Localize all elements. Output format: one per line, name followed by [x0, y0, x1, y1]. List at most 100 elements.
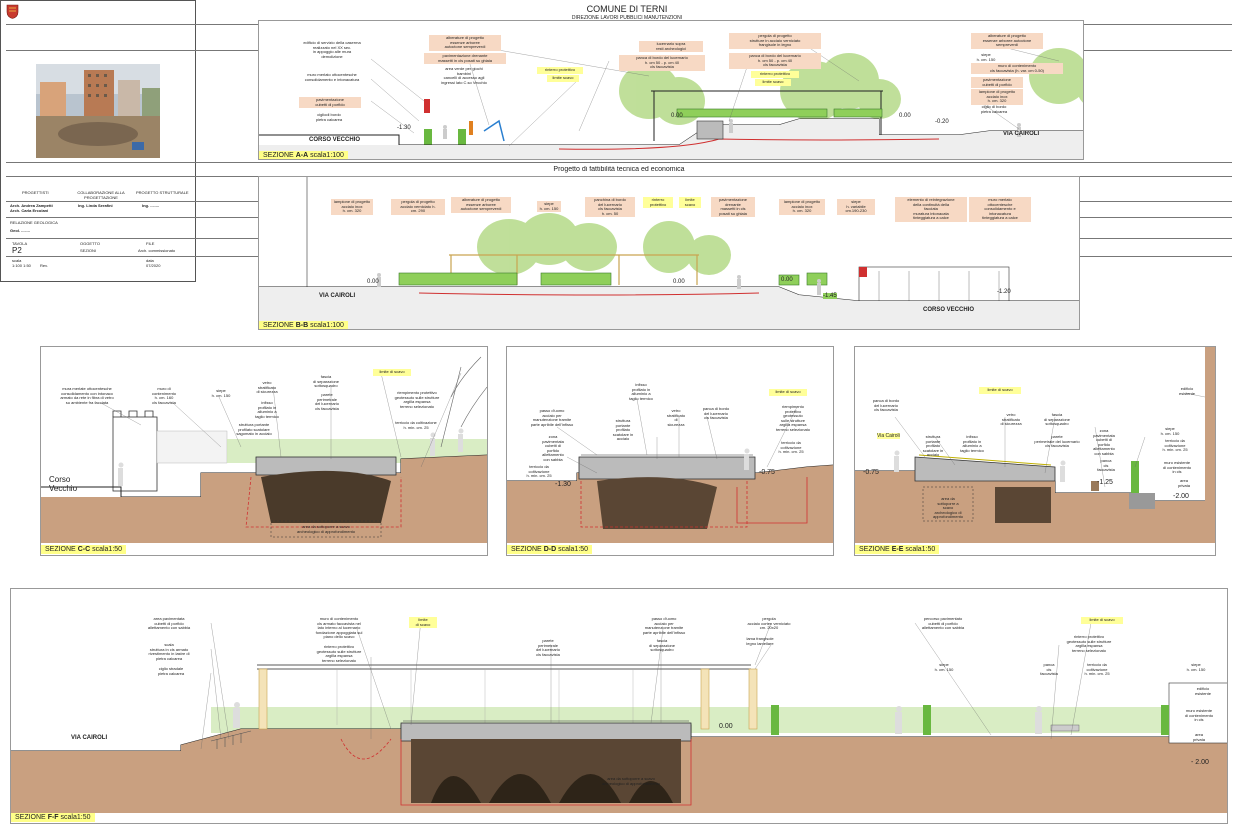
bb-label-10: elemento di reintegrazione della continu… — [895, 197, 967, 222]
ee-street: Via Cairoli — [877, 433, 900, 439]
dd-label-8: riempimento protettivo geotessuto sulle … — [775, 404, 811, 432]
bb-label-1: pergola di progetto acciaio verniciato h… — [391, 199, 445, 215]
oggetto-header: OGGETTO — [80, 241, 100, 246]
geol-name: Geol. ........ — [10, 228, 31, 233]
dd-section-label: SEZIONE D-D scala1:50 — [507, 545, 593, 554]
ff-label-11: percorso pavimentato cubetti di porfido … — [921, 616, 965, 631]
dd-label-7: limite di scavo — [769, 389, 807, 396]
aa-label-2: pavimentazione cubetti di porfido — [299, 97, 361, 109]
ff-label-5: limite di scavo — [409, 617, 437, 629]
cc-label-8: limite di scavo — [373, 369, 411, 376]
col-collaborazione: COLLABORAZIONE ALLA PROGETTAZIONE — [77, 190, 125, 200]
phase-title: Progetto di fattibilità tecnica ed econo… — [553, 166, 685, 173]
section-ff-drawing — [11, 618, 1227, 813]
ff-label-3: muro di contenimento cls armato faccavis… — [315, 616, 363, 640]
bb-label-4: panchina di bordo del lucernario cls fac… — [585, 197, 635, 218]
ff-label-13: rinterro protettivo geotessuto sulle str… — [1066, 634, 1112, 653]
ee-label-2: vetro stratificato di sicurezza — [1000, 412, 1022, 427]
ee-label-7: zona pavimentata cubetti di porfido alle… — [1093, 428, 1115, 456]
dd-label-0: passo d'uomo acciaio per manutenzione tr… — [530, 408, 574, 427]
bb-label-11: muro merlato ottocentesche consolidament… — [969, 197, 1031, 222]
bb-label-6: limite scavo — [679, 197, 701, 209]
section-bb-drawing — [259, 177, 1079, 329]
bb-elev-mid: 0.00 — [673, 279, 685, 285]
ff-label-15: panca cls faccavista — [1040, 662, 1058, 677]
title-block: COMUNE DI TERNI DIREZIONE LAVORI PUBBLIC… — [0, 0, 1232, 282]
tav-value: P2 — [12, 246, 22, 255]
section-dd-drawing — [507, 398, 833, 543]
aa-label-8: limite scavo — [547, 75, 579, 82]
ff-label-20: area privata — [1192, 732, 1205, 742]
aa-label-3: cigliodi bordo pietra calcarea — [315, 112, 343, 122]
strutturale-name: Ing. ........ — [142, 203, 160, 208]
scala-value: 1:100 1:50 — [12, 263, 31, 268]
ff-elev-mid: 0.00 — [719, 723, 733, 730]
aa-label-14: limite scavo — [755, 79, 791, 86]
col-strutturale: PROGETTO STRUTTURALE — [136, 190, 189, 195]
relazione-label: RELAZIONE GEOLOGICA — [10, 220, 58, 225]
section-bb-panel: lampione di progetto acciaio inox h. cm.… — [258, 176, 1080, 330]
dd-label-6: panca di bordo del lucernario cls faccav… — [702, 406, 730, 421]
ee-label-14: area da sottoporre a scavo archeologico … — [932, 496, 964, 520]
dd-label-9: terriccio da coltivazione h. min. cm. 25 — [778, 440, 804, 455]
ff-label-0: area pavimentata cubetti di porfido alle… — [147, 616, 191, 631]
rev-label: Rev. — [40, 263, 48, 268]
ff-label-9: pergola acciaio corten verniciato cm. 20… — [747, 616, 791, 631]
aa-label-1: muro merlato ottocentesche consolidament… — [304, 72, 360, 82]
aa-section-label: SEZIONE A-A scala1:100 — [259, 151, 348, 159]
aa-label-4: alberature di progetto essenze arboree a… — [429, 35, 501, 51]
ff-label-6: parete perimetrale del lucernario cls fa… — [535, 638, 560, 657]
cc-label-10: terriccio da coltivazione h. min. cm. 25 — [395, 420, 437, 430]
ff-street: VIA CAIROLI — [71, 735, 108, 741]
aa-elev-right: -0.20 — [935, 119, 949, 125]
bb-label-8: lampione di progetto acciaio inox h. cm.… — [779, 199, 825, 215]
dd-label-3: infisso profilato in alluminio a taglio … — [629, 382, 653, 401]
ee-label-12: muro esistente di contenimento in cls — [1162, 460, 1192, 475]
ee-label-9: siepe h. cm. 150 — [1160, 426, 1180, 436]
cc-label-3: vetro stratificato di sicurezza — [256, 380, 278, 395]
aa-label-5: pavimentazione drenante massetti in cls … — [424, 53, 506, 65]
bb-elev-r2: -1.45 — [823, 293, 837, 299]
dd-elev-right: -0.75 — [759, 469, 775, 476]
tav-header: TAVOLA — [12, 241, 28, 246]
aa-label-9: lucernario sopra resti archeologici — [639, 41, 703, 53]
bb-elev-left: 0.00 — [367, 279, 379, 285]
oggetto-value: SEZIONI — [80, 248, 97, 253]
bb-label-3: siepe h. cm. 150 — [537, 201, 561, 213]
ee-label-10: terriccio da coltivazione h. min. cm. 25 — [1162, 438, 1188, 453]
cc-label-5: struttura portante profilato scatolare s… — [236, 422, 272, 437]
ff-label-7: passo d'uomo acciaio per manutenzione tr… — [642, 616, 686, 635]
bb-section-label: SEZIONE B-B scala1:100 — [259, 321, 348, 329]
department-name: DIREZIONE LAVORI PUBBLICI MANUTENZIONI — [571, 15, 683, 21]
aa-label-19: lampione di progetto acciaio inox h. cm.… — [971, 89, 1023, 105]
cc-label-7: parete perimetrale del lucernario cls fa… — [314, 392, 339, 411]
data-value: 07/2020 — [146, 263, 161, 268]
ee-label-11: edificio esistente — [1178, 386, 1195, 396]
ee-section-label: SEZIONE E-E scala1:50 — [855, 545, 940, 554]
bb-label-7: pavimentazione drenante massetti in cls … — [711, 197, 755, 218]
section-ee-panel: limite di scavo panca di bordo del lucer… — [854, 346, 1216, 556]
file-value: Arch. commissionato — [138, 248, 176, 253]
ee-label-8: panca cls faccavista — [1097, 458, 1115, 473]
bb-label-5: rinterro protettivo — [643, 197, 673, 209]
aa-label-17: muro di contenimento cls faccavista (h. … — [971, 63, 1063, 75]
aa-street-left: CORSO VECCHIO — [309, 137, 361, 143]
aa-elev-mid2: 0.00 — [899, 113, 911, 119]
aa-label-18: pavimentazione cubetti di porfido — [971, 77, 1023, 89]
section-aa-drawing — [259, 40, 1083, 159]
ff-label-14: siepe h. cm. 150 — [934, 662, 954, 672]
section-dd-panel: passo d'uomo acciaio per manutenzione tr… — [506, 346, 834, 556]
bb-label-9: siepe h. variabile cm.190-230 — [837, 199, 875, 215]
aa-elev-mid1: 0.00 — [671, 113, 683, 119]
ff-label-1: scala struttura in cls armato rivestimen… — [148, 642, 190, 661]
aa-label-12: panca di bordo del lucernario h. cm 50 -… — [729, 53, 821, 69]
ee-label-6: parete perimetrale del lucernario cls fa… — [1034, 434, 1080, 449]
ff-label-2: ciglio stradale pietra calcarea — [157, 666, 185, 676]
ff-label-16: terriccio da coltivazione h. min. cm. 25 — [1084, 662, 1110, 677]
ff-label-21: area da sottoporre a scavo archeologico … — [601, 776, 661, 786]
dd-label-4: struttura portante profilato scatolare i… — [612, 418, 634, 442]
dd-elev-left: -1.30 — [555, 481, 571, 488]
bb-elev-r3: -1.20 — [997, 289, 1011, 295]
aa-label-13: rinterro protettivo — [751, 71, 799, 78]
cc-label-0: mura merlate ottocentesche consolidament… — [60, 386, 114, 405]
